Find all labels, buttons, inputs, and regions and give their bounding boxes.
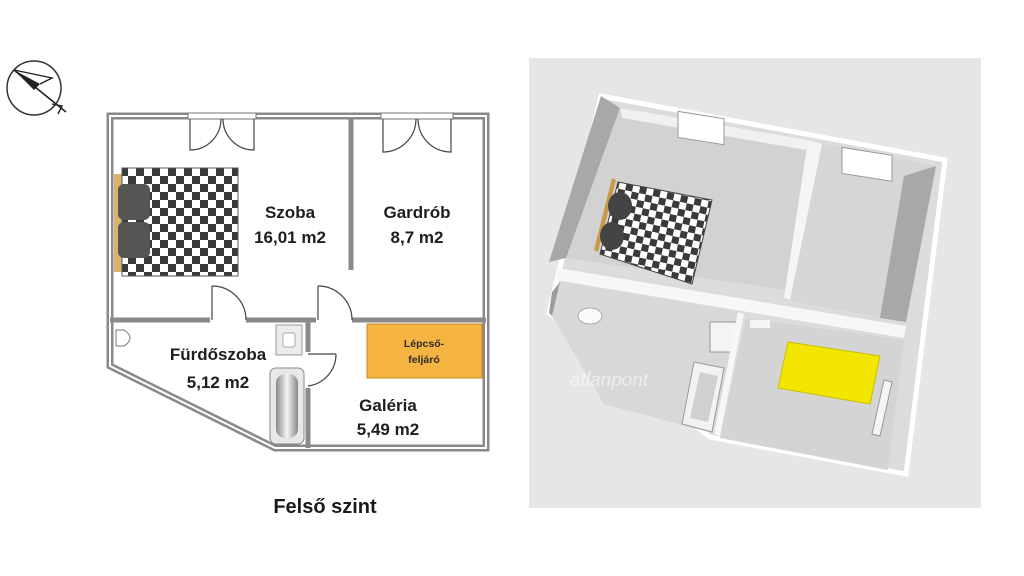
- door-bath-galeria: [307, 353, 337, 387]
- window-3d-icon: [677, 110, 725, 146]
- door-galeria: [317, 285, 353, 321]
- floor-title: Felső szint: [273, 496, 377, 518]
- toilet-3d-icon: [577, 307, 603, 325]
- stairs-label-2: feljáró: [408, 354, 440, 366]
- watermark-text: atlanpont: [570, 370, 649, 391]
- room-area-galeria: 5,49 m2: [357, 420, 419, 439]
- room-name-gardrob: Gardrób: [383, 203, 450, 222]
- north-arrow-icon: [6, 60, 67, 116]
- room-area-gardrob: 8,7 m2: [391, 228, 444, 247]
- toilet-icon: [115, 329, 131, 347]
- bathtub-icon: [269, 367, 305, 445]
- window-szoba: [187, 112, 257, 151]
- stairs-label-1: Lépcső-: [404, 338, 445, 350]
- bathtub-3d-icon: [681, 361, 725, 433]
- bed-icon: [114, 167, 239, 277]
- room-name-szoba: Szoba: [265, 203, 316, 222]
- bed-3d-icon: [594, 178, 713, 285]
- room-area-szoba: 16,01 m2: [254, 228, 326, 247]
- window-3d-2-icon: [841, 146, 893, 182]
- door-bathroom: [211, 285, 247, 321]
- stairs: Lépcső- feljáró: [366, 323, 483, 379]
- floorplan-2d: Lépcső- feljáró Szoba 16,01 m2 Gardrób 8…: [6, 60, 490, 452]
- room-name-galeria: Galéria: [359, 396, 417, 415]
- sink-icon: [275, 324, 303, 356]
- render-3d: atlanpont: [529, 58, 981, 508]
- room-area-furdoszoba: 5,12 m2: [187, 373, 249, 392]
- room-name-furdoszoba: Fürdőszoba: [170, 345, 267, 364]
- window-gardrob: [380, 112, 454, 153]
